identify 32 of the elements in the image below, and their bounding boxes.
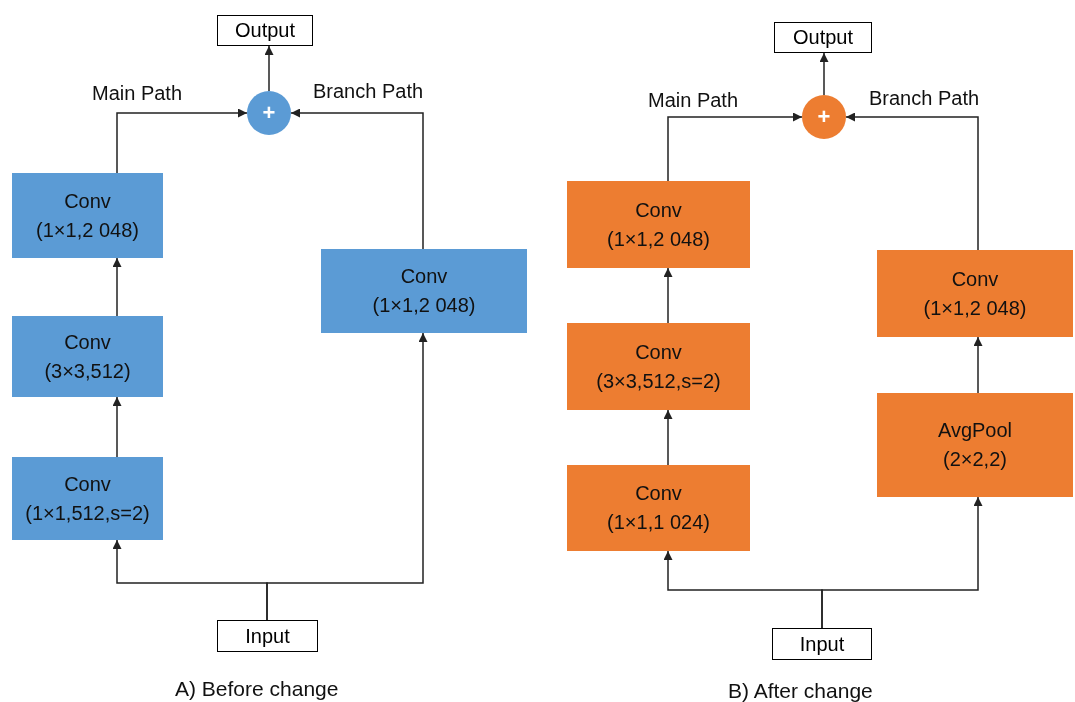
conv-block: Conv (1×1,2 048) bbox=[12, 173, 163, 258]
arrow bbox=[116, 108, 248, 174]
arrow bbox=[112, 257, 122, 317]
terminal-box: Output bbox=[217, 15, 313, 46]
conv-block: Conv (1×1,1 024) bbox=[567, 465, 750, 551]
conv-block: Conv (1×1,512,s=2) bbox=[12, 457, 163, 540]
arrow bbox=[663, 267, 673, 324]
conv-block: Conv (1×1,2 048) bbox=[877, 250, 1073, 337]
arrow bbox=[663, 409, 673, 466]
path-label: Branch Path bbox=[313, 79, 424, 104]
arrow bbox=[973, 336, 983, 394]
conv-block: Conv (1×1,2 048) bbox=[321, 249, 527, 333]
terminal-box: Input bbox=[772, 628, 872, 660]
conv-block: Conv (3×3,512) bbox=[12, 316, 163, 397]
arrow bbox=[290, 108, 424, 250]
conv-block: Conv (1×1,2 048) bbox=[567, 181, 750, 268]
terminal-box: Input bbox=[217, 620, 318, 652]
arrow bbox=[264, 45, 274, 92]
path-label: Main Path bbox=[92, 81, 183, 106]
arrow bbox=[821, 496, 983, 629]
caption: A) Before change bbox=[175, 676, 339, 702]
terminal-box: Output bbox=[774, 22, 872, 53]
path-label: Branch Path bbox=[869, 86, 980, 111]
arrow bbox=[819, 52, 829, 96]
caption: B) After change bbox=[728, 678, 873, 702]
arrow bbox=[266, 332, 428, 621]
arrow bbox=[845, 112, 979, 251]
conv-block: Conv (3×3,512,s=2) bbox=[567, 323, 750, 410]
path-label: Main Path bbox=[648, 88, 739, 113]
arrow bbox=[667, 112, 803, 182]
conv-block: AvgPool (2×2,2) bbox=[877, 393, 1073, 497]
arrow bbox=[112, 396, 122, 458]
